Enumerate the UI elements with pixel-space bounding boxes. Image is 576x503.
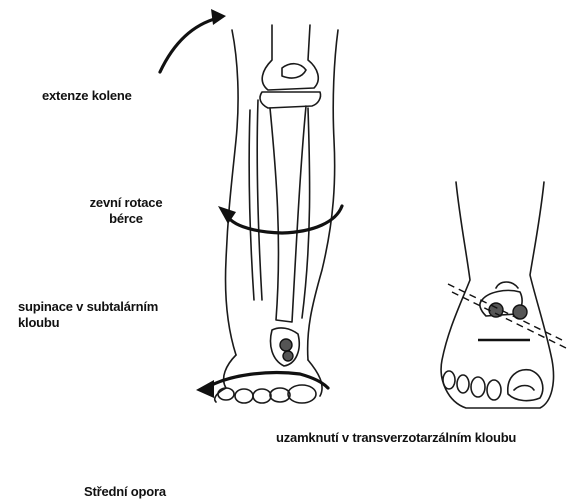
label-tibia-rotation: zevní rotace bérce — [66, 195, 186, 227]
ankle-joint-marker — [271, 328, 300, 366]
label-tibia-rotation-line2: bérce — [66, 211, 186, 227]
lower-leg-bones — [249, 100, 309, 322]
label-subtalar-line2: kloubu — [18, 315, 158, 331]
label-midstance: Střední opora — [84, 484, 166, 500]
label-subtalar-supination: supinace v subtalárním kloubu — [18, 299, 158, 331]
foot-and-toes — [215, 385, 316, 403]
knee-bones — [260, 25, 321, 108]
label-transverse-tarsal-locking: uzamknutí v transverzotarzálním kloubu — [276, 430, 516, 446]
label-subtalar-line1: supinace v subtalárním — [18, 299, 158, 315]
knee-extension-arrow-icon — [160, 9, 226, 72]
label-tibia-rotation-line1: zevní rotace — [66, 195, 186, 211]
label-knee-extension: extenze kolene — [42, 88, 132, 104]
tibia-rotation-arrow-icon — [218, 206, 342, 233]
